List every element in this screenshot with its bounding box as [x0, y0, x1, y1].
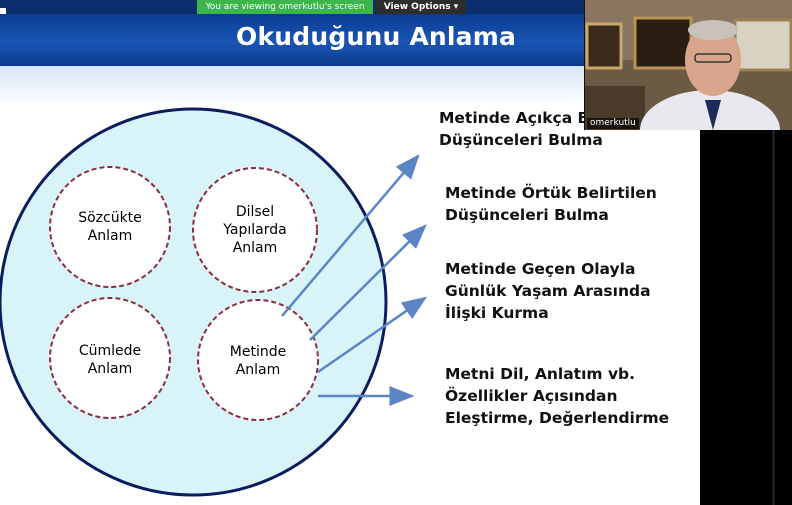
bubble-line: Anlam	[232, 240, 278, 256]
bubble-dilsel	[192, 167, 318, 293]
bubble-line: Sözcükte	[78, 210, 142, 226]
gallery-panel	[700, 130, 792, 505]
viewing-banner: You are viewing omerkutlu's screen	[197, 0, 373, 14]
bubble-cumlede	[49, 297, 171, 419]
bubble-sozcukte	[49, 166, 171, 288]
arrow-1	[281, 154, 420, 317]
bubble-line: Anlam	[235, 362, 281, 378]
slide-title: Okuduğunu Anlama	[236, 22, 517, 51]
bubble-label-cumlede: Cümlede Anlam	[60, 342, 160, 378]
bubble-label-metinde: Metinde Anlam	[208, 343, 308, 379]
bubble-line: Anlam	[87, 361, 133, 377]
diagram	[0, 107, 428, 497]
participant-video[interactable]: omerkutlu	[584, 0, 792, 130]
item-line: Özellikler Açısından	[445, 387, 618, 405]
item-line: Günlük Yaşam Arasında	[445, 282, 651, 300]
viewing-banner-text: You are viewing omerkutlu's screen	[205, 2, 365, 12]
view-options-button[interactable]: View Options ▾	[376, 0, 466, 14]
bubble-metinde	[197, 299, 319, 421]
bubble-line: Dilsel	[235, 204, 275, 220]
bubble-line: Anlam	[87, 228, 133, 244]
bubble-line: Cümlede	[78, 343, 142, 359]
arrow-3	[317, 296, 428, 374]
bubble-label-dilsel: Dilsel Yapılarda Anlam	[200, 203, 310, 257]
item-line: Düşünceleri Bulma	[445, 206, 609, 224]
bubble-label-sozcukte: Sözcükte Anlam	[60, 209, 160, 245]
item-line: Düşünceleri Bulma	[439, 131, 603, 149]
item-elestirme: Metni Dil, Anlatım vb. Özellikler Açısın…	[445, 363, 669, 429]
item-ortuk: Metinde Örtük Belirtilen Düşünceleri Bul…	[445, 182, 657, 226]
participant-name-label: omerkutlu	[587, 118, 639, 129]
item-line: Metinde Örtük Belirtilen	[445, 184, 657, 202]
item-acikca: Metinde Açıkça B Düşünceleri Bulma	[439, 107, 603, 151]
item-line: Metinde Açıkça B	[439, 109, 590, 127]
shared-slide: Okuduğunu Anlama Sözcükte Anlam Dilsel Y…	[0, 0, 700, 505]
arrow-2	[309, 224, 427, 341]
video-frame	[585, 0, 792, 130]
item-line: Metinde Geçen Olayla	[445, 260, 636, 278]
item-line: İlişki Kurma	[445, 304, 549, 322]
slide-header	[0, 14, 700, 66]
share-status-icon	[0, 8, 6, 14]
view-options-label: View Options	[383, 2, 451, 12]
item-line: Eleştirme, Değerlendirme	[445, 409, 670, 427]
header-fade	[0, 66, 700, 106]
big-circle	[0, 107, 388, 497]
bubble-line: Metinde	[229, 344, 287, 360]
bubble-line: Yapılarda	[223, 222, 287, 238]
panel-divider[interactable]	[772, 130, 775, 505]
chevron-down-icon: ▾	[453, 2, 459, 12]
item-gunluk-yasam: Metinde Geçen Olayla Günlük Yaşam Arasın…	[445, 258, 651, 324]
item-line: Metni Dil, Anlatım vb.	[445, 365, 636, 383]
